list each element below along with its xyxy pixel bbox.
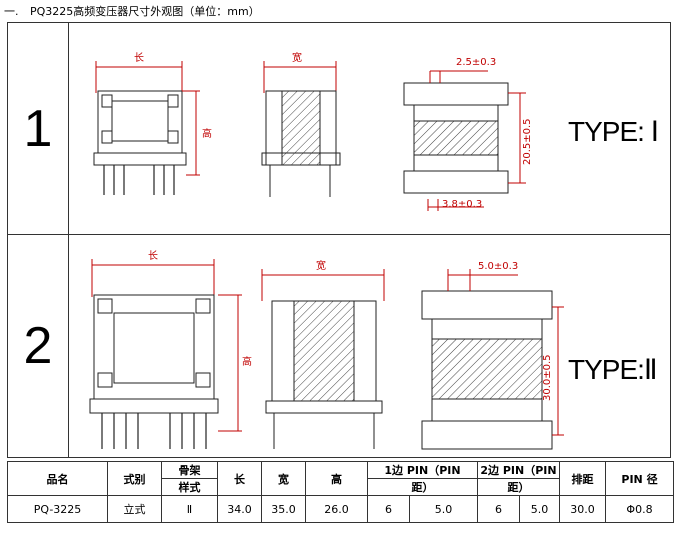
title-index: 一. xyxy=(4,5,19,18)
table-header-row-2: 样式 距） 距） xyxy=(8,478,674,496)
type2-length-label: 长 xyxy=(148,250,158,262)
cell-side1-pitch: 5.0 xyxy=(409,495,478,523)
type1-pin-pitch: 3.8±0.3 xyxy=(442,199,482,210)
type2-body-height: 30.0±0.5 xyxy=(542,354,553,401)
page-title: 一. PQ3225高频变压器尺寸外观图（单位：mm） xyxy=(4,3,260,19)
type1-front-view xyxy=(93,61,200,195)
header-side1: 1边 PIN（PIN xyxy=(367,461,478,479)
type1-side-view xyxy=(261,61,341,197)
cell-name: PQ-3225 xyxy=(7,495,108,523)
table-header-row: 品名 式别 骨架 长 宽 高 1边 PIN（PIN 2边 PIN（PIN 排距 … xyxy=(7,461,674,496)
type2-front-view xyxy=(89,259,242,449)
drawing-row-1: 1 xyxy=(8,23,670,235)
header-style: 式别 xyxy=(107,461,162,496)
type1-body-height: 20.5±0.5 xyxy=(522,118,533,165)
cell-length: 34.0 xyxy=(217,495,262,523)
header-width: 宽 xyxy=(261,461,306,496)
type1-label: TYPE: Ⅰ xyxy=(568,116,659,147)
header-side2-2: 距） xyxy=(477,478,560,496)
type2-drawings: 长 高 宽 xyxy=(89,250,564,450)
cell-side2-count: 6 xyxy=(477,495,520,523)
header-height: 高 xyxy=(305,461,368,496)
header-side1-2: 距） xyxy=(367,478,478,496)
header-length: 长 xyxy=(217,461,262,496)
type1-height-label: 高 xyxy=(202,127,212,140)
type2-label: TYPE:Ⅱ xyxy=(568,354,658,385)
header-pitch: 排距 xyxy=(559,461,606,496)
type1-bottom-view xyxy=(403,70,526,211)
cell-height: 26.0 xyxy=(305,495,368,523)
cell-pitch: 30.0 xyxy=(559,495,606,523)
dimension-drawing: 1 xyxy=(7,22,671,458)
type1-width-label: 宽 xyxy=(292,51,302,64)
type1-drawings: 长 高 宽 xyxy=(93,51,533,211)
cell-width: 35.0 xyxy=(261,495,306,523)
header-frame: 骨架 xyxy=(161,461,218,479)
type2-bottom-view xyxy=(421,269,564,450)
header-pin-diameter: PIN 径 xyxy=(605,461,674,496)
cell-frame: Ⅱ xyxy=(161,495,218,523)
cell-pin-diameter: Φ0.8 xyxy=(605,495,674,523)
type1-pin-gap: 2.5±0.3 xyxy=(456,57,496,68)
table-row: PQ-3225 立式 Ⅱ 34.0 35.0 26.0 6 5.0 6 5.0 … xyxy=(7,495,674,523)
header-side2: 2边 PIN（PIN xyxy=(477,461,560,479)
row-number-1: 1 xyxy=(8,23,69,234)
type2-side-view xyxy=(261,269,385,449)
cell-side2-pitch: 5.0 xyxy=(519,495,560,523)
type2-height-label: 高 xyxy=(242,355,252,368)
row-number-2: 2 xyxy=(8,235,69,457)
type2-width-label: 宽 xyxy=(316,259,326,272)
cell-style: 立式 xyxy=(107,495,162,523)
spec-table: 品名 式别 骨架 长 宽 高 1边 PIN（PIN 2边 PIN（PIN 排距 … xyxy=(7,461,674,523)
header-name: 品名 xyxy=(7,461,108,496)
drawing-row-2: 2 长 xyxy=(8,235,670,457)
type1-length-label: 长 xyxy=(134,52,144,64)
cell-side1-count: 6 xyxy=(367,495,410,523)
type2-pin-gap: 5.0±0.3 xyxy=(478,261,518,272)
title-text: PQ3225高频变压器尺寸外观图（单位：mm） xyxy=(30,5,260,18)
header-frame-2: 样式 xyxy=(161,478,218,496)
